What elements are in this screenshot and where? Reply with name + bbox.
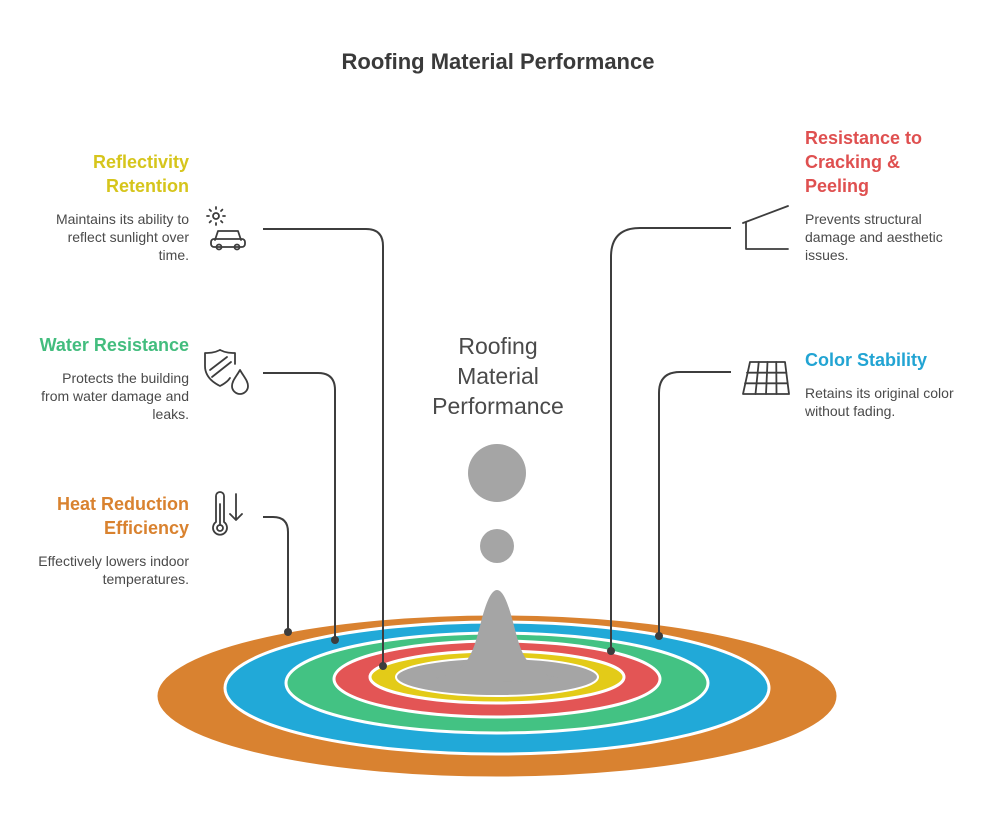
- splash-peak: [432, 590, 562, 682]
- reflectivity-title: Reflectivity Retention: [40, 150, 189, 198]
- connector-heat: [263, 516, 289, 632]
- center-label-line: Performance: [432, 393, 564, 419]
- heat-title-line: Efficiency: [103, 518, 189, 538]
- thermometer-down-icon: [212, 491, 243, 536]
- reflectivity-description-line: time.: [158, 247, 189, 263]
- center-label-line: Roofing: [458, 333, 538, 359]
- center-label: Roofing Material Performance: [398, 331, 598, 421]
- center-label-line: Material: [457, 363, 539, 389]
- color-description: Retains its original color without fadin…: [805, 384, 985, 420]
- reflectivity-description-line: reflect sunlight over: [67, 229, 189, 245]
- color-title: Color Stability: [805, 348, 985, 372]
- connector-color: [658, 371, 731, 636]
- color-description-line: Retains its original color: [805, 385, 954, 401]
- connector-cracking: [610, 227, 731, 651]
- color-title-line: Color Stability: [805, 350, 928, 370]
- water-description-line: Protects the building: [62, 370, 189, 386]
- heat-description: Effectively lowers indoor temperatures.: [9, 552, 189, 588]
- water-title: Water Resistance: [20, 333, 189, 357]
- water-title-line: Water Resistance: [39, 335, 189, 355]
- reflectivity-title-line: Reflectivity: [92, 152, 189, 172]
- cracking-description-line: issues.: [805, 247, 849, 263]
- sun-car-icon: [206, 206, 246, 251]
- page-title: Roofing Material Performance: [341, 49, 655, 74]
- cracking-description-line: Prevents structural: [805, 211, 922, 227]
- droplet-large: [468, 444, 526, 502]
- connector-water: [263, 372, 336, 640]
- reflectivity-description: Maintains its ability to reflect sunligh…: [19, 210, 189, 264]
- heat-description-line: temperatures.: [102, 571, 189, 587]
- heat-title-line: Heat Reduction: [56, 494, 189, 514]
- connector-dot-color: [655, 632, 663, 640]
- solar-panel-icon: [742, 361, 790, 395]
- water-description-line: from water damage and: [41, 388, 189, 404]
- heat-title: Heat Reduction Efficiency: [30, 492, 189, 540]
- water-description: Protects the building from water damage …: [19, 369, 189, 423]
- droplet-small: [480, 529, 514, 563]
- connector-reflectivity: [263, 228, 384, 666]
- water-description-line: leaks.: [152, 406, 189, 422]
- roof-icon: [742, 205, 789, 250]
- connector-dot-heat: [284, 628, 292, 636]
- cracking-description-line: damage and aesthetic: [805, 229, 943, 245]
- cracking-title: Resistance to Cracking & Peeling: [805, 126, 985, 198]
- color-description-line: without fading.: [805, 403, 896, 419]
- shield-water-drop-icon: [204, 349, 249, 395]
- connector-dot-reflectivity: [379, 662, 387, 670]
- cracking-title-line: Cracking &: [805, 152, 901, 172]
- cracking-description: Prevents structural damage and aesthetic…: [805, 210, 985, 264]
- connector-dot-water: [331, 636, 339, 644]
- cracking-title-line: Resistance to: [805, 128, 923, 148]
- reflectivity-description-line: Maintains its ability to: [55, 211, 189, 227]
- cracking-title-line: Peeling: [805, 176, 870, 196]
- connector-dot-cracking: [607, 647, 615, 655]
- heat-description-line: Effectively lowers indoor: [38, 553, 189, 569]
- reflectivity-title-line: Retention: [106, 176, 189, 196]
